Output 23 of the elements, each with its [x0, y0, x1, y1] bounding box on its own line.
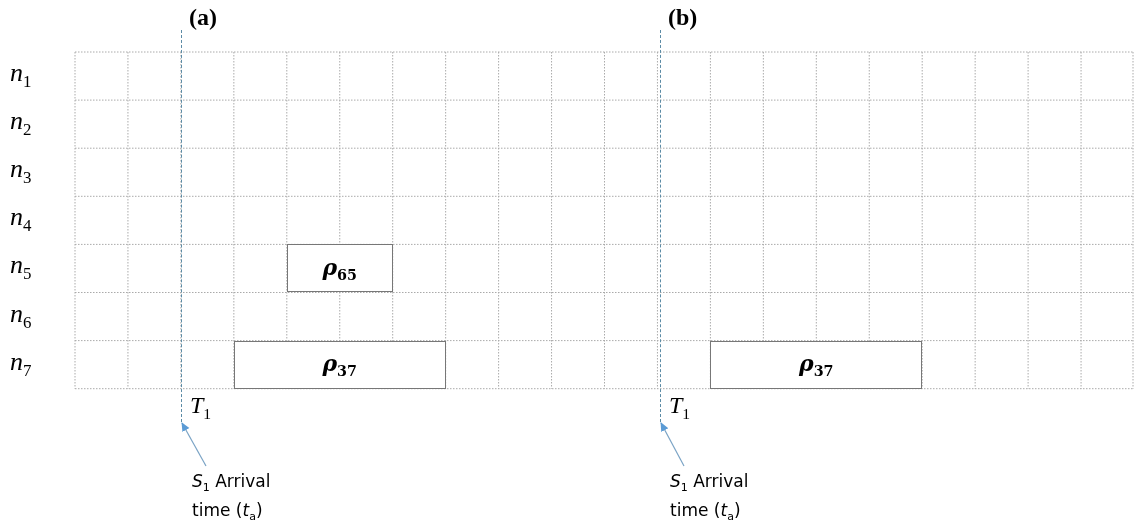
task-label: ρ$_{37}$ [322, 349, 357, 380]
time-marker-line [181, 30, 183, 422]
annotation-text: S$_{1}$ Arrival time (t$_{a}$) [670, 470, 750, 526]
time-label: T$_{1}$ [190, 392, 212, 423]
leader-arrow [181, 422, 207, 467]
row-label: n$_{1}$ [10, 58, 32, 93]
row-label: n$_{7}$ [10, 346, 32, 381]
leader-arrow [660, 422, 685, 467]
panel-label: (a) [189, 4, 217, 31]
task-box [710, 340, 923, 389]
panel-label: (b) [668, 4, 698, 31]
row-label: n$_{2}$ [10, 106, 32, 141]
row-label: n$_{5}$ [10, 250, 32, 285]
task-label: ρ$_{65}$ [322, 253, 357, 284]
task-box [286, 244, 393, 293]
row-label: n$_{4}$ [10, 202, 32, 237]
task-label: ρ$_{37}$ [799, 349, 834, 380]
task-box [233, 340, 446, 389]
annotation-text: S$_{1}$ Arrival time (t$_{a}$) [192, 470, 272, 526]
row-label: n$_{3}$ [10, 154, 32, 189]
time-label: T$_{1}$ [669, 392, 691, 423]
row-label: n$_{6}$ [10, 298, 32, 333]
time-marker-line [660, 30, 662, 422]
